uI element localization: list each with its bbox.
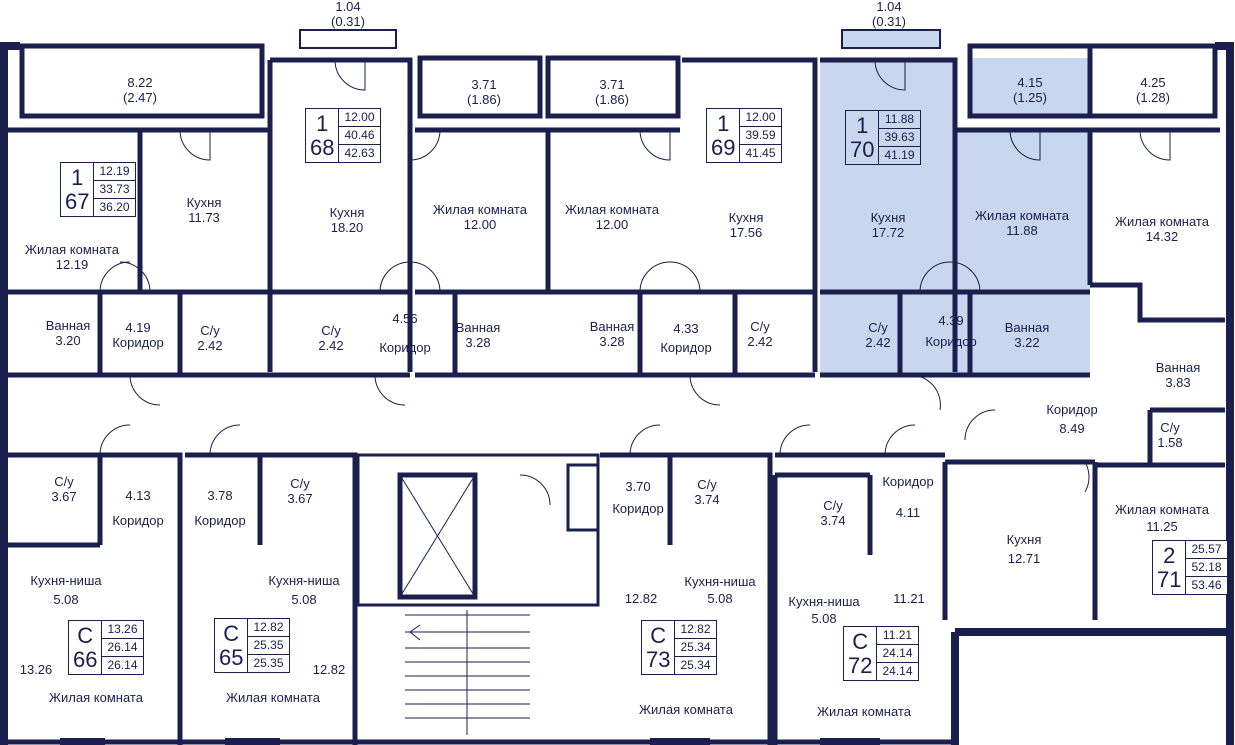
loggia-label: 4.15(1.25) xyxy=(1013,75,1047,105)
balcony-label: 1.04(0.31) xyxy=(872,0,906,29)
walls xyxy=(8,29,1225,745)
loggia-label: 8.22(2.47) xyxy=(123,75,157,105)
door-swings xyxy=(99,59,1171,506)
loggia-label: 4.25(1.28) xyxy=(1136,75,1170,105)
staircase xyxy=(405,610,530,735)
balcony-label: 1.04(0.31) xyxy=(331,0,365,29)
loggia-label: 3.71(1.86) xyxy=(467,77,501,107)
loggia-label: 3.71(1.86) xyxy=(595,77,629,107)
windows xyxy=(60,628,1195,745)
